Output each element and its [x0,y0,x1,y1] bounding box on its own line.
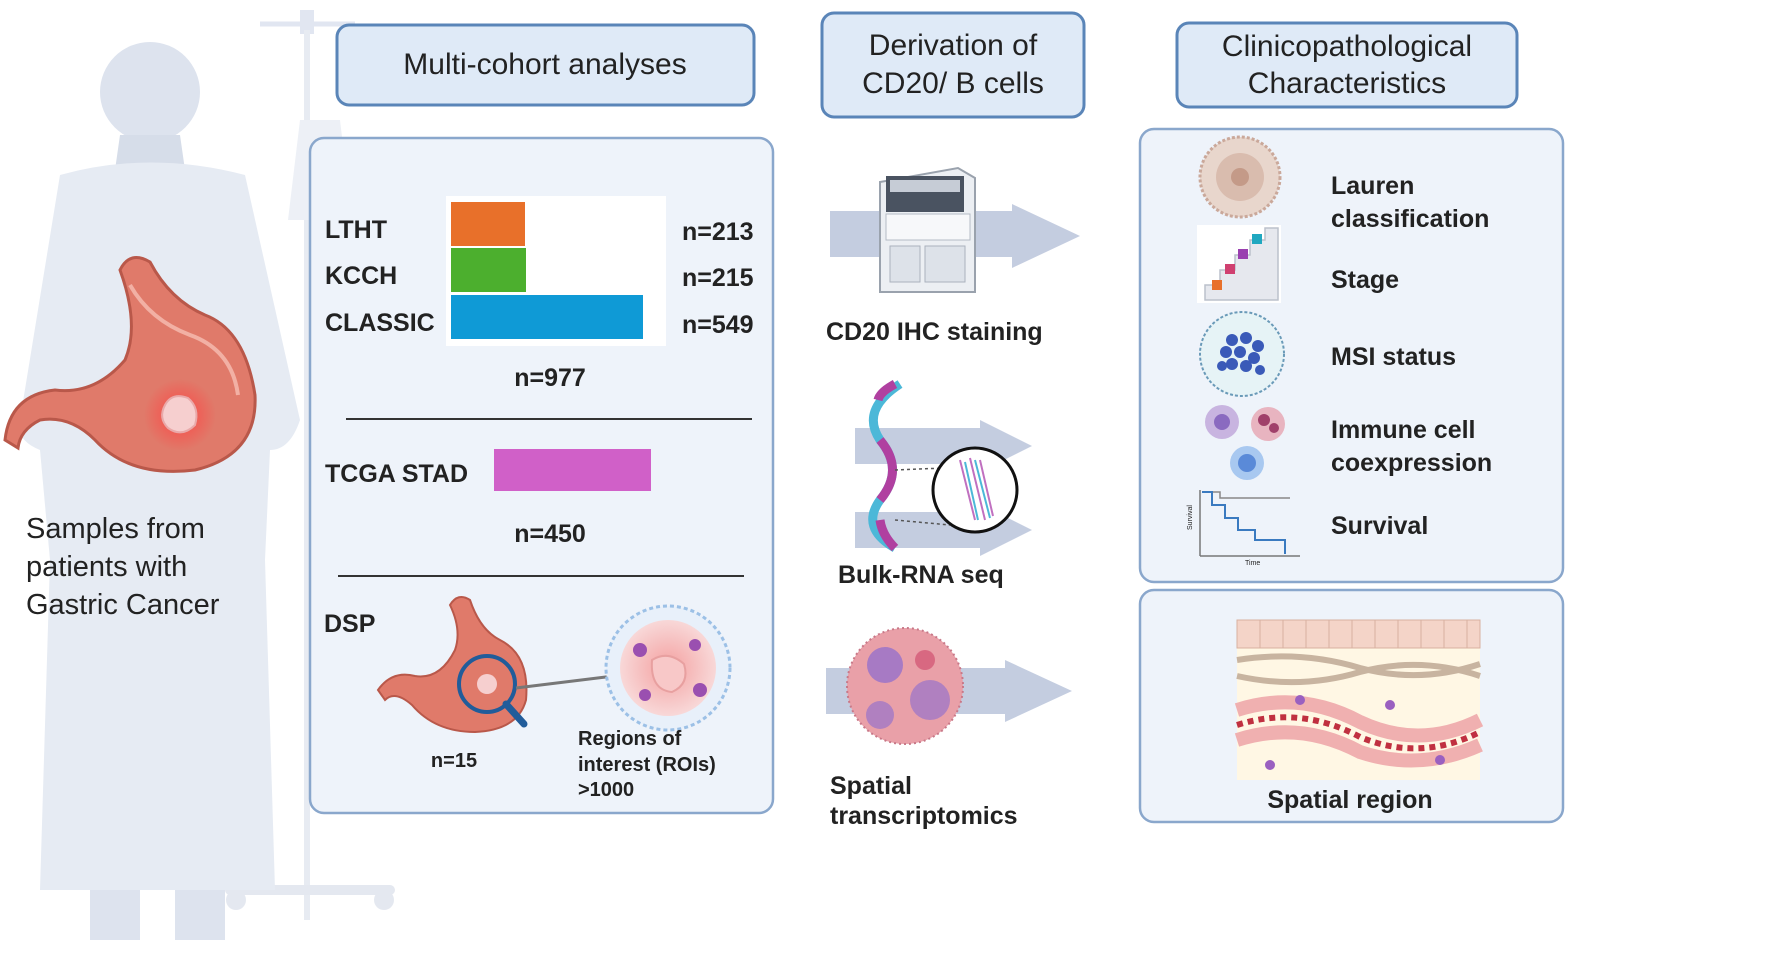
lauren-line-2: classification [1331,205,1489,233]
cohort-header-title: Multi-cohort analyses [403,48,686,81]
clinico-header-line-1: Clinicopathological [1222,30,1472,63]
survival-x-label: Time [1245,560,1260,567]
stomach-illustration [3,256,257,473]
cohort-n-classic: n=549 [682,311,754,339]
survival-y-label: Survival [1187,505,1194,530]
msi-label: MSI status [1331,343,1456,371]
roi-line-1: Regions of [578,728,682,750]
clinico-header-line-2: Characteristics [1248,67,1446,100]
rna-label: Bulk-RNA seq [838,561,1004,589]
immune-cells-icon [1205,405,1285,480]
clinico-header: Clinicopathological Characteristics [1175,21,1519,109]
spatial-region-label: Spatial region [1267,786,1432,814]
survival-label: Survival [1331,512,1428,540]
cohort-total: n=977 [514,364,586,392]
patient-caption-line-1: Samples from [26,513,205,545]
patient-silhouette [19,42,301,940]
derivation-header: Derivation of CD20/ B cells [820,11,1086,119]
cohort-n-ltht: n=213 [682,218,754,246]
sequencing-zoom-icon [894,446,1019,534]
survival-curve-icon: Survival Time [1187,490,1300,567]
lauren-line-1: Lauren [1331,172,1414,200]
cohort-label-kcch: KCCH [325,262,397,290]
derivation-header-line-1: Derivation of [869,29,1038,62]
patient-caption-line-2: patients with [26,551,187,583]
cohort-bar-classic [451,295,643,339]
cohort-label-ltht: LTHT [325,216,387,244]
roi-tissue-icon [604,604,732,732]
tumor-cell-icon [1198,135,1282,219]
dsp-n: n=15 [431,750,477,772]
tissue-cross-section-icon [1234,619,1484,780]
spatial-label-line-2: transcriptomics [830,802,1018,830]
roi-line-2: interest (ROIs) [578,754,716,776]
stage-label: Stage [1331,266,1399,294]
patient-caption-line-3: Gastric Cancer [26,589,220,621]
immune-line-2: coexpression [1331,449,1492,477]
cohort-header: Multi-cohort analyses [335,23,756,107]
roi-line-3: >1000 [578,779,634,801]
immune-line-1: Immune cell [1331,416,1476,444]
cohort-bar-kcch [451,248,526,292]
slide-stainer-machine-icon [879,166,976,293]
dsp-stomach-magnifier-icon [376,595,528,734]
tcga-label: TCGA STAD [325,460,468,488]
cohort-n-kcch: n=215 [682,264,754,292]
spatial-tissue-icon [846,627,964,745]
dsp-label: DSP [324,610,375,638]
derivation-header-line-2: CD20/ B cells [862,67,1044,100]
ihc-label: CD20 IHC staining [826,318,1043,346]
cohort-bar-ltht [451,202,525,246]
spatial-label-line-1: Spatial [830,772,912,800]
staircase-icon [1197,225,1281,303]
rna-strand-icon [868,380,903,552]
tcga-bar [494,449,651,491]
cohort-label-classic: CLASSIC [325,309,435,337]
cell-cluster-icon [1199,311,1285,397]
tcga-n: n=450 [514,520,586,548]
